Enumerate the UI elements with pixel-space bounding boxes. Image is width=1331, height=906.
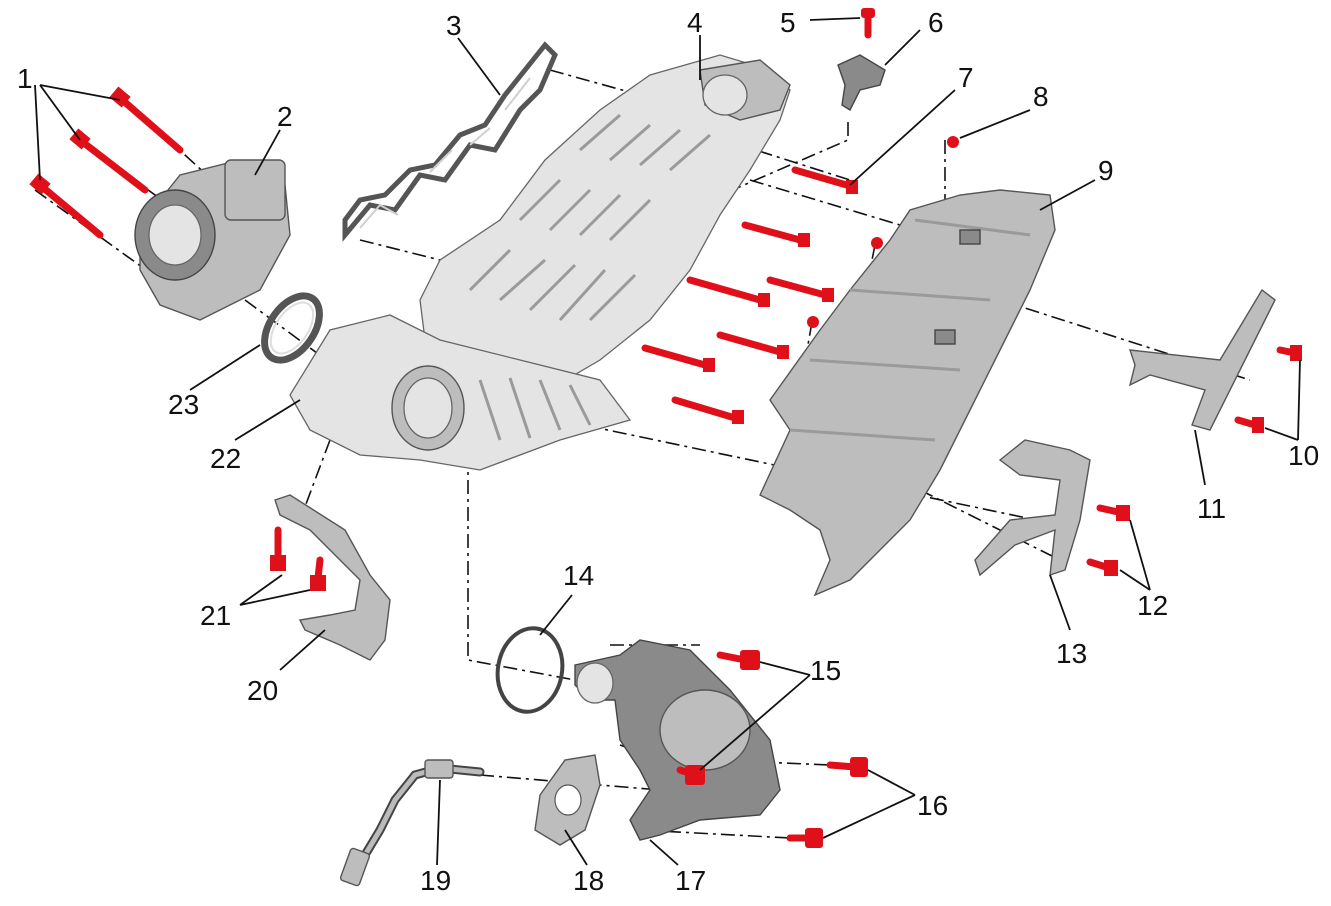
- callout-8: 8: [1033, 81, 1049, 112]
- inlet-housing: [289, 314, 632, 471]
- callout-9: 9: [1098, 155, 1114, 186]
- callout-7: 7: [958, 62, 974, 93]
- callout-21: 21: [200, 600, 231, 631]
- throttle-o-ring: [261, 292, 323, 364]
- callout-5: 5: [780, 7, 796, 38]
- callout-18: 18: [573, 865, 604, 896]
- callout-3: 3: [446, 10, 462, 41]
- callout-10: 10: [1288, 440, 1319, 471]
- callout-13: 13: [1056, 638, 1087, 669]
- callout-20: 20: [247, 675, 278, 706]
- callout-4: 4: [687, 7, 703, 38]
- callout-11: 11: [1197, 493, 1226, 524]
- throttle-body: [134, 159, 291, 321]
- callout-22: 22: [210, 443, 241, 474]
- callout-2: 2: [277, 101, 293, 132]
- lower-left-bracket: [274, 494, 391, 661]
- heat-shield: [759, 189, 1056, 597]
- pressure-sensor: [837, 54, 886, 112]
- lower-right-bracket: [974, 439, 1091, 577]
- callout-19: 19: [420, 865, 451, 896]
- callout-6: 6: [928, 7, 944, 38]
- temperature-sensor: [339, 759, 485, 887]
- callout-labels: 1 2 3 4 5 6 7 8 9 10 11 12 13 14 15 16 1…: [17, 7, 1319, 896]
- callout-1: 1: [17, 63, 33, 94]
- callout-14: 14: [563, 560, 594, 591]
- callout-16: 16: [917, 790, 948, 821]
- pipe-gasket: [495, 626, 565, 714]
- callout-15: 15: [810, 655, 841, 686]
- callout-17: 17: [675, 865, 706, 896]
- leader-lines: [34, 17, 1301, 866]
- upper-bracket: [1128, 288, 1276, 431]
- flange-gasket: [534, 754, 601, 846]
- intake-gasket: [342, 41, 558, 242]
- callout-23: 23: [168, 389, 199, 420]
- callout-12: 12: [1137, 590, 1168, 621]
- fasteners: [29, 8, 1302, 848]
- egr-pipe: [574, 639, 781, 841]
